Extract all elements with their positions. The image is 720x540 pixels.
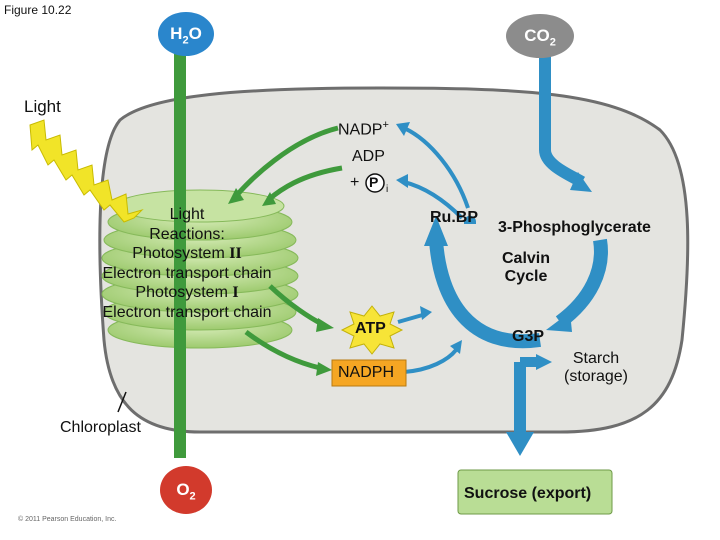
rubp-label: Ru.BP xyxy=(430,209,478,226)
starch-label: Starch (storage) xyxy=(563,350,629,385)
green-arrows xyxy=(228,125,343,376)
water-flow-arrow xyxy=(174,48,186,458)
nadph-box xyxy=(331,359,407,387)
phosphate-circle xyxy=(365,173,385,193)
sucrose-label: Sucrose (export) xyxy=(464,485,592,502)
sucrose-box xyxy=(457,469,613,515)
chloroplast-label: Chloroplast xyxy=(60,419,141,436)
light-label: Light xyxy=(24,97,61,116)
energy-feed-arrows xyxy=(397,306,462,374)
plus-label: + xyxy=(350,174,360,191)
nadph-label: NADPH xyxy=(338,364,395,381)
nadp-plus-label: NADP+ xyxy=(338,119,389,139)
nadp-to-light-arrow xyxy=(234,125,339,198)
phosphate-label: P xyxy=(369,174,379,190)
calvin-cycle-label: Calvin Cycle xyxy=(501,250,550,285)
water-node xyxy=(158,12,214,56)
copyright-text: © 2011 Pearson Education, Inc. xyxy=(18,516,117,523)
lightning-bolt-icon xyxy=(29,119,144,223)
g3p-label: G3P xyxy=(512,328,545,345)
oxygen-node xyxy=(160,466,212,514)
light-to-nadph-arrow xyxy=(244,329,321,371)
blue-arrows xyxy=(424,48,608,456)
oxygen-label: O2 xyxy=(176,480,196,503)
chloroplast-leader-line xyxy=(117,391,127,413)
nadp-loop-arrow xyxy=(396,122,470,220)
figure-label: Figure 10.22 xyxy=(4,3,72,17)
light-reactions-label: Light Reactions: Photosystem II Electron… xyxy=(102,206,272,321)
atp-label: ATP xyxy=(355,320,386,337)
co2-label: CO2 xyxy=(524,26,556,49)
atp-star xyxy=(340,305,404,355)
water-label: H2O xyxy=(170,24,202,47)
calvin-cycle-arc xyxy=(429,239,541,349)
co2-node xyxy=(506,14,574,58)
phosphate-subscript: i xyxy=(386,184,389,195)
adp-label: ADP xyxy=(352,148,385,165)
pga-label: 3-Phosphoglycerate xyxy=(498,219,651,236)
